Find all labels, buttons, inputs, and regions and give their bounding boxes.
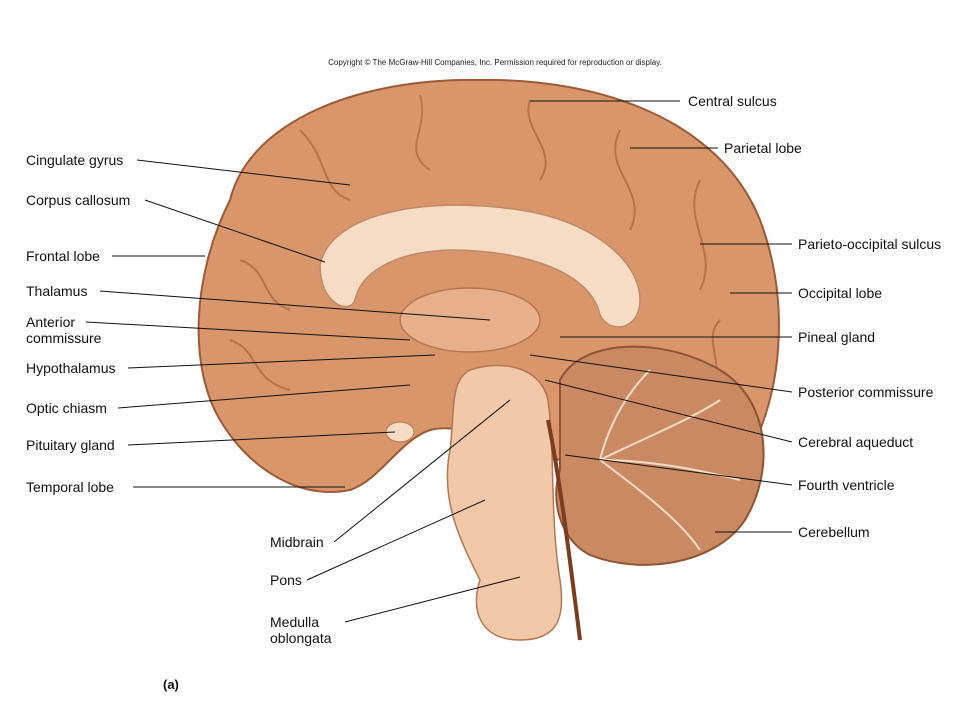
cerebellum — [555, 345, 765, 566]
label-medulla-oblongata: Medulla oblongata — [270, 614, 332, 646]
label-fourth-ventricle: Fourth ventricle — [798, 477, 895, 493]
panel-label: (a) — [163, 677, 179, 692]
label-hypothalamus: Hypothalamus — [26, 360, 116, 376]
label-cerebellum: Cerebellum — [798, 524, 870, 540]
label-optic-chiasm: Optic chiasm — [26, 400, 107, 416]
label-frontal-lobe: Frontal lobe — [26, 248, 100, 264]
label-posterior-commissure: Posterior commissure — [798, 384, 934, 400]
brainstem — [446, 364, 563, 641]
gyri-lines — [229, 94, 721, 401]
copyright-notice: Copyright © The McGraw-Hill Companies, I… — [328, 58, 662, 67]
corpus-callosum — [319, 204, 641, 328]
leader-lines — [85, 100, 793, 623]
label-anterior-commissure: Anterior commissure — [26, 314, 102, 346]
label-cingulate-gyrus: Cingulate gyrus — [26, 152, 124, 168]
label-thalamus: Thalamus — [26, 283, 88, 299]
label-pituitary-gland: Pituitary gland — [26, 437, 115, 453]
label-temporal-lobe: Temporal lobe — [26, 479, 114, 495]
label-pineal-gland: Pineal gland — [798, 329, 876, 345]
label-corpus-callosum: Corpus callosum — [26, 192, 131, 208]
spinal-cord-edge — [546, 419, 582, 641]
label-midbrain: Midbrain — [270, 534, 324, 550]
label-pons: Pons — [270, 572, 302, 588]
thalamus — [399, 287, 541, 353]
label-parietal-lobe: Parietal lobe — [724, 140, 802, 156]
label-occipital-lobe: Occipital lobe — [798, 285, 883, 301]
label-parieto-occipital-sulcus: Parieto-occipital sulcus — [798, 236, 942, 252]
label-central-sulcus: Central sulcus — [688, 93, 777, 109]
label-cerebral-aqueduct: Cerebral aqueduct — [798, 434, 914, 450]
